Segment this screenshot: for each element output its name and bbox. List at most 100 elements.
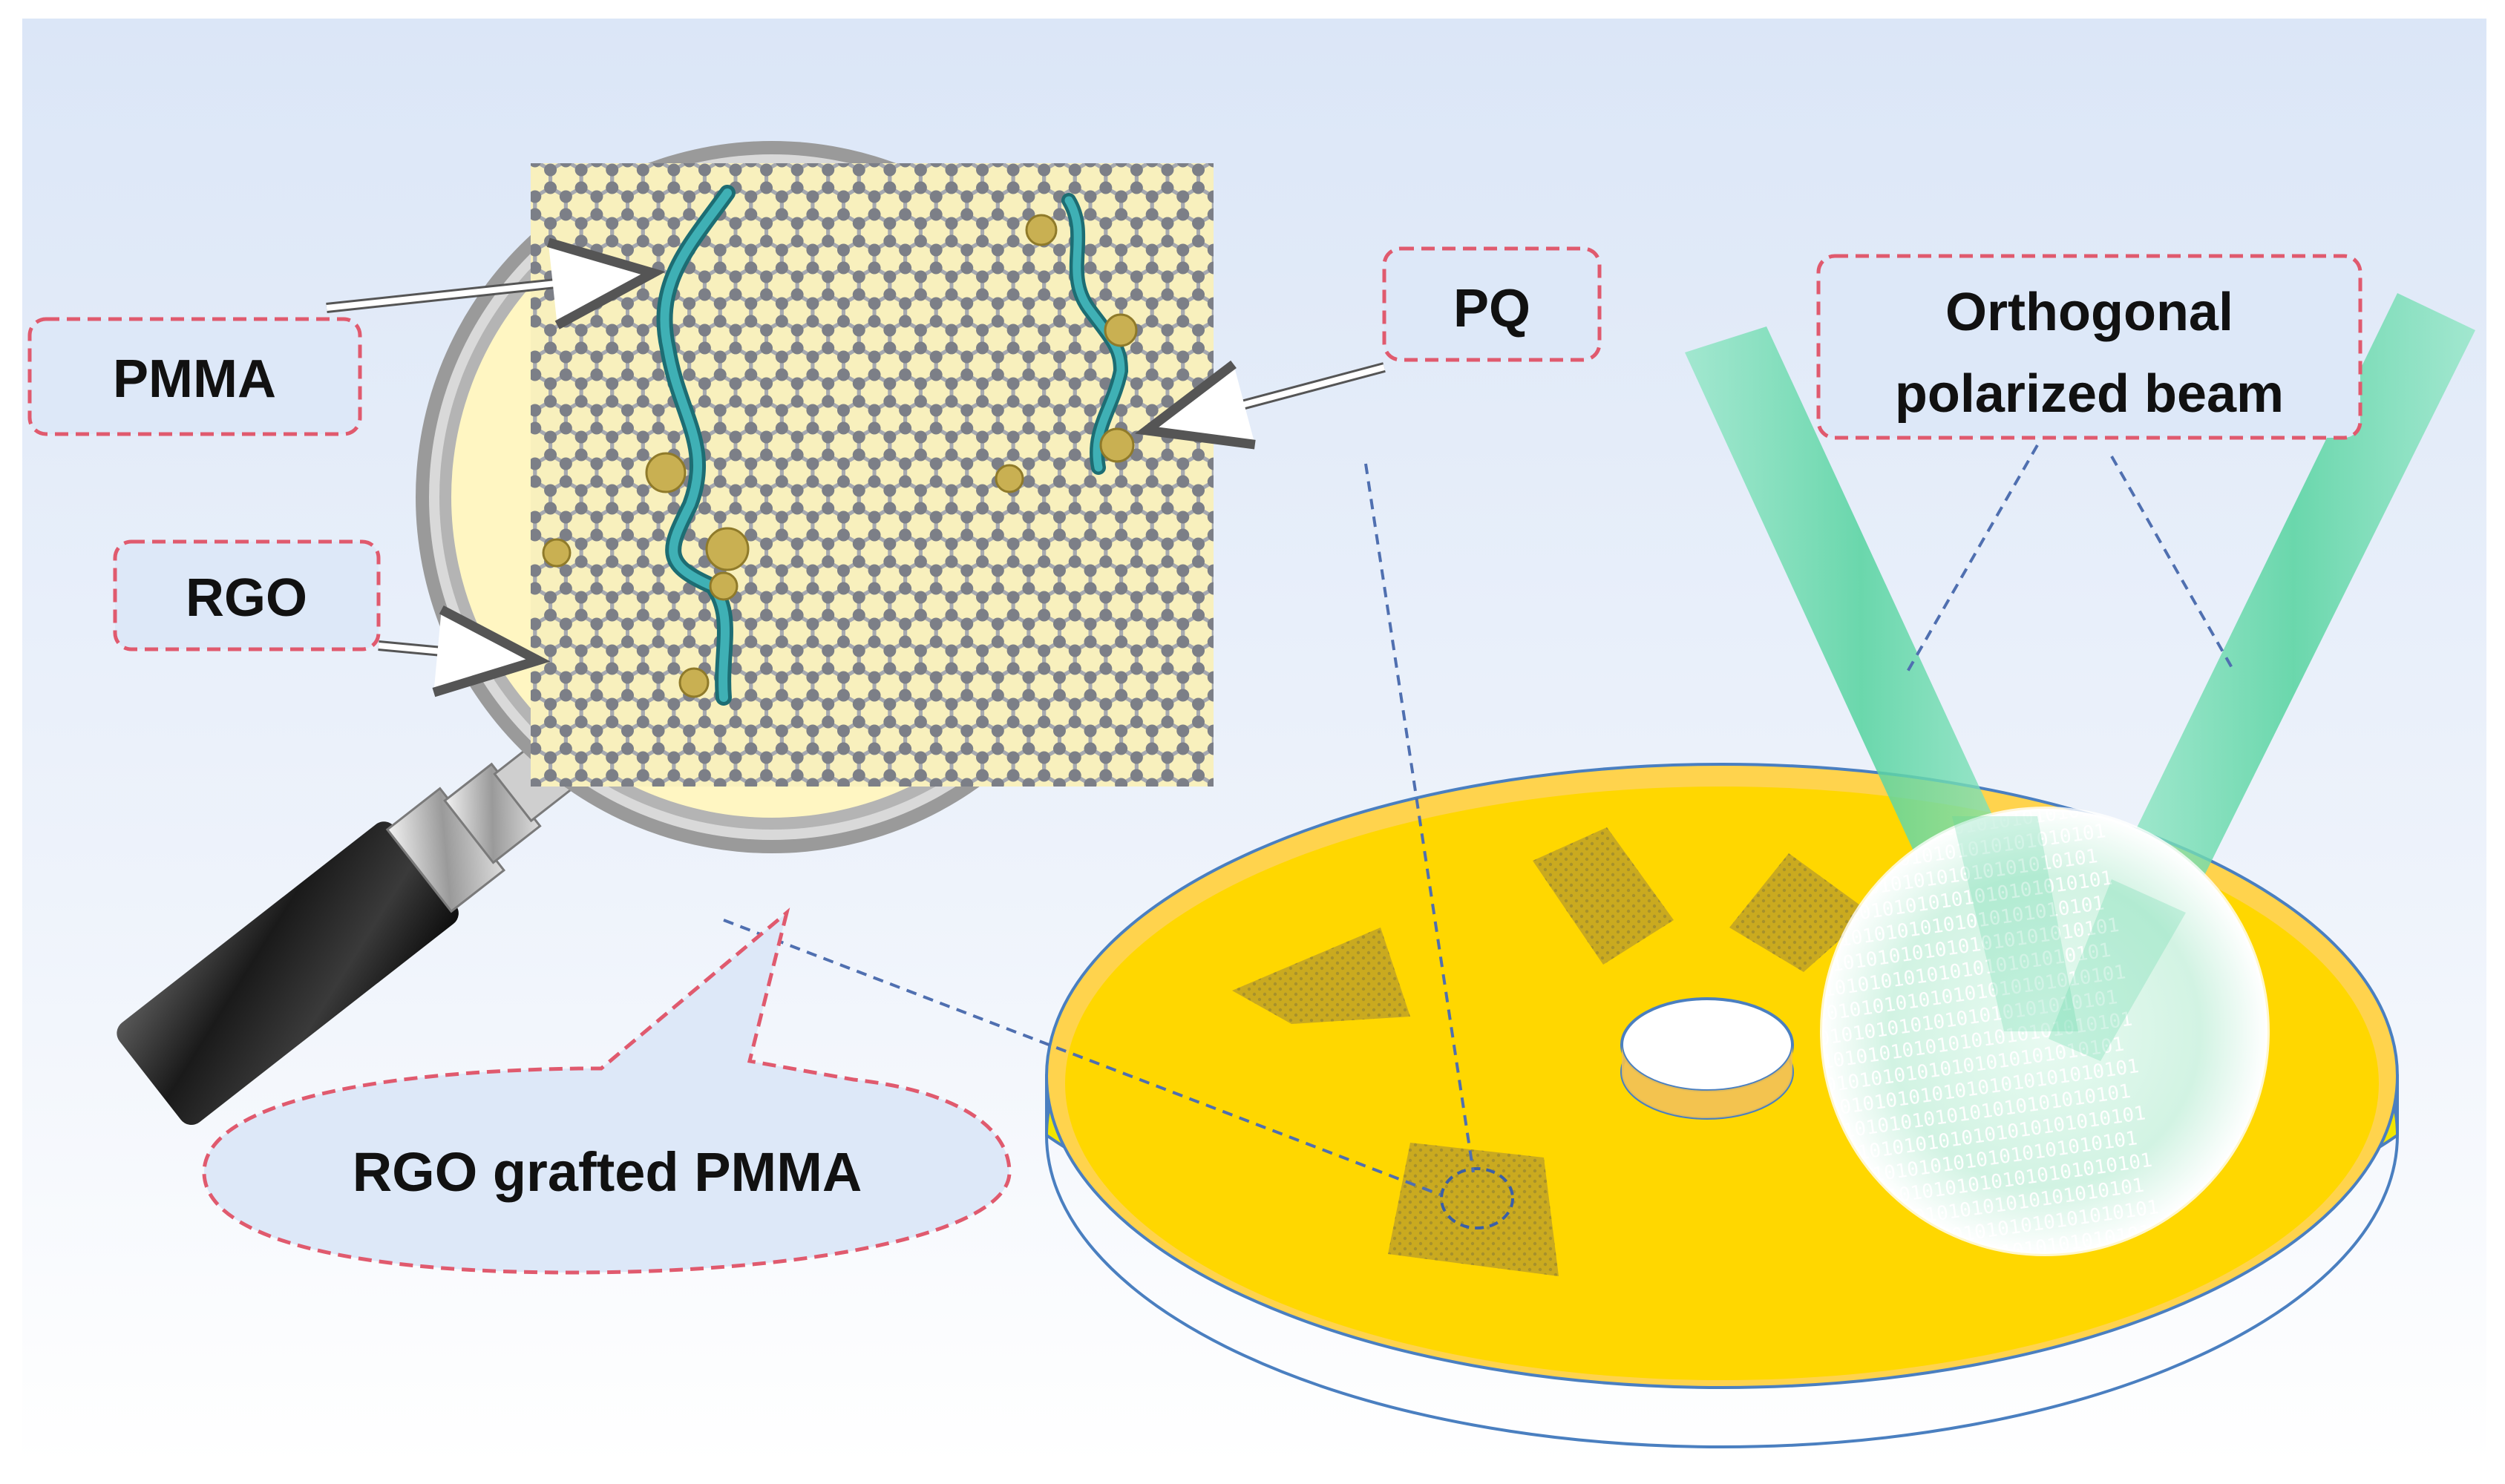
graphene-atom [1192,555,1205,568]
graphene-atom [574,644,588,657]
graphene-atom [790,644,804,657]
graphene-atom [914,377,927,390]
graphene-atom [790,288,804,301]
graphene-atom [991,368,1004,381]
graphene-atom [822,377,835,390]
graphene-atom [574,502,588,515]
graphene-atom [636,502,649,515]
graphene-atom [729,502,742,515]
graphene-atom [868,421,881,435]
graphene-atom [1052,297,1066,310]
graphene-atom [1176,617,1190,631]
graphene-atom [960,510,974,524]
graphene-atom [1145,243,1159,257]
graphene-atom [899,724,912,738]
graphene-atom [836,635,850,649]
graphene-atom [531,163,541,168]
graphene-atom [652,635,665,649]
graphene-atom [1176,163,1189,168]
graphene-atom [806,421,819,435]
graphene-atom [929,243,943,257]
graphene-atom [960,190,974,203]
graphene-atom [713,421,727,435]
graphene-atom [883,395,897,408]
graphene-atom [883,234,897,248]
graphene-atom [1099,537,1113,551]
graphene-atom [1022,724,1035,738]
graphene-atom [806,778,819,787]
graphene-atom [652,582,665,595]
graphene-atom [822,181,835,194]
graphene-atom [1006,644,1020,657]
graphene-atom [1161,537,1174,551]
graphene-atom [544,697,557,711]
graphene-atom [1145,261,1159,275]
graphene-atom [606,662,619,675]
graphene-atom [868,404,881,417]
graphene-atom [1006,608,1020,622]
graphene-atom [775,368,788,381]
graphene-atom [899,635,912,649]
graphene-atom [620,689,634,702]
graphene-atom [914,751,927,764]
graphene-atom [806,163,819,168]
graphene-atom [1130,591,1143,604]
graphene-atom [976,377,989,390]
graphene-atom [929,510,943,524]
graphene-atom [590,368,603,381]
graphene-atom [960,315,974,328]
graphene-atom [775,457,788,470]
graphene-atom [991,528,1004,542]
graphene-atom [822,608,835,622]
graphene-atom [868,742,881,755]
graphene-atom [945,537,958,551]
graphene-atom [760,769,773,782]
graphene-atom [729,715,742,729]
graphene-atom [790,537,804,551]
graphene-atom [713,297,727,310]
graphene-atom [991,315,1004,328]
graphene-atom [1068,715,1081,729]
graphene-atom [836,742,850,755]
graphene-atom [574,163,588,177]
graphene-atom [1192,341,1205,355]
graphene-atom [620,510,634,524]
graphene-atom [636,234,649,248]
graphene-atom [790,715,804,729]
graphene-atom [914,715,927,729]
graphene-atom [1130,502,1143,515]
graphene-atom [914,502,927,515]
graphene-atom [852,537,865,551]
graphene-atom [852,181,865,194]
graphene-atom [852,608,865,622]
graphene-atom [822,430,835,444]
graphene-atom [606,217,619,230]
graphene-atom [883,591,897,604]
graphene-atom [1099,715,1113,729]
graphene-atom [606,341,619,355]
graphene-atom [620,190,634,203]
graphene-atom [1192,324,1205,337]
graphene-atom [590,163,603,168]
graphene-atom [744,190,758,203]
graphene-atom [914,395,927,408]
graphene-atom [960,243,974,257]
graphene-atom [636,430,649,444]
graphene-atom [683,724,696,738]
graphene-atom [1176,510,1190,524]
graphene-atom [1176,297,1190,310]
graphene-atom [790,769,804,782]
graphene-atom [531,582,542,595]
graphene-atom [531,315,542,328]
graphene-atom [559,243,572,257]
graphene-atom [1022,315,1035,328]
graphene-atom [822,163,835,177]
graphene-atom [544,234,557,248]
graphene-atom [667,751,681,764]
graphene-atom [1068,502,1081,515]
graphene-atom [1022,564,1035,577]
graphene-atom [1192,697,1205,711]
graphene-atom [667,502,681,515]
graphene-atom [960,368,974,381]
graphene-atom [590,671,603,684]
